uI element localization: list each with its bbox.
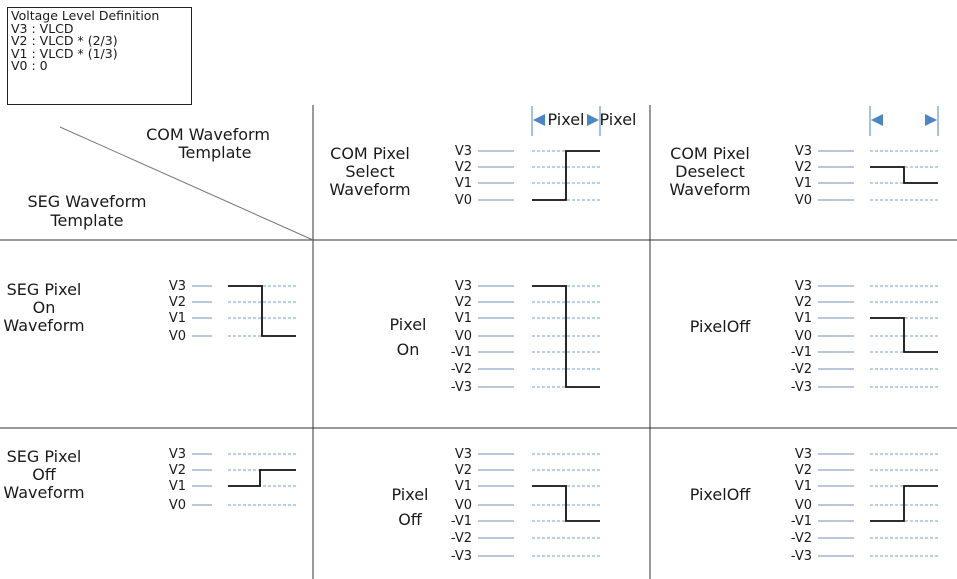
- level-label-off-select-V1: V1: [455, 479, 472, 494]
- voltage-legend: Voltage Level Definition V3 : VLCD V2 : …: [7, 7, 192, 105]
- level-label-seg-off-V0: V0: [169, 498, 186, 513]
- level-label-on-select--V1: -V1: [451, 345, 472, 360]
- level-label-off-select-V2: V2: [455, 463, 472, 478]
- panel-label-on-select-0: Pixel: [389, 315, 426, 334]
- level-label-on-deselect-V2: V2: [795, 295, 812, 310]
- level-label-off-deselect-V2: V2: [795, 463, 812, 478]
- panel-label-seg-off-0: SEG Pixel: [7, 447, 82, 466]
- panel-label-off-select-1: Off: [398, 510, 423, 529]
- waveform-off-deselect: [870, 485, 938, 522]
- seg-template-line-1: SEG Waveform: [28, 192, 147, 211]
- level-label-on-deselect--V3: -V3: [791, 380, 812, 395]
- level-label-on-deselect-V3: V3: [795, 279, 812, 294]
- panel-label-com-deselect-2: Waveform: [669, 180, 750, 199]
- level-label-on-select--V3: -V3: [451, 380, 472, 395]
- level-label-on-deselect-V0: V0: [795, 329, 812, 344]
- waveform-seg-off: [228, 469, 296, 487]
- level-label-com-deselect-V1: V1: [795, 176, 812, 191]
- panel-label-seg-on-1: On: [33, 298, 56, 317]
- panel-label-on-deselect-0: PixelOff: [690, 317, 752, 336]
- level-label-on-select-V0: V0: [455, 329, 472, 344]
- level-label-on-select-V1: V1: [455, 311, 472, 326]
- pixel-label-1: Pixel: [547, 110, 584, 129]
- level-label-seg-on-V1: V1: [169, 311, 186, 326]
- legend-line-v3: V3 : VLCD: [11, 20, 74, 36]
- waveform-on-select: [532, 285, 600, 388]
- panel-label-off-select-0: Pixel: [391, 485, 428, 504]
- panel-label-seg-off-2: Waveform: [3, 483, 84, 502]
- level-label-com-deselect-V2: V2: [795, 160, 812, 175]
- panel-label-com-deselect-0: COM Pixel: [670, 144, 750, 163]
- waveform-off-select: [532, 485, 600, 522]
- level-label-off-deselect-V1: V1: [795, 479, 812, 494]
- panel-label-com-select-1: Select: [345, 162, 394, 181]
- waveform-com-select: [532, 150, 600, 201]
- level-label-seg-on-V2: V2: [169, 295, 186, 310]
- pixel-label-2: Pixel: [599, 110, 636, 129]
- level-label-off-select-V3: V3: [455, 447, 472, 462]
- level-label-off-select--V2: -V2: [451, 531, 472, 546]
- level-label-on-select-V3: V3: [455, 279, 472, 294]
- arrow-right-head-2: [925, 114, 937, 126]
- level-label-on-select--V2: -V2: [451, 362, 472, 377]
- panel-label-off-deselect-0: PixelOff: [690, 485, 752, 504]
- level-label-seg-off-V2: V2: [169, 463, 186, 478]
- legend-line-v2: V2 : VLCD * (2/3): [11, 33, 118, 48]
- arrow-left-head-2: [871, 114, 883, 126]
- panel-label-com-deselect-1: Deselect: [675, 162, 745, 181]
- level-label-off-deselect-V3: V3: [795, 447, 812, 462]
- panel-label-on-select-1: On: [397, 340, 420, 359]
- level-label-seg-off-V1: V1: [169, 479, 186, 494]
- arrow-left-head-1: [533, 114, 545, 126]
- waveform-seg-on: [228, 285, 296, 337]
- level-label-off-deselect-V0: V0: [795, 498, 812, 513]
- panel-label-seg-on-2: Waveform: [3, 316, 84, 335]
- table-grid: [0, 105, 957, 579]
- waveform-on-deselect: [870, 317, 938, 353]
- com-template-line-1: COM Waveform: [146, 125, 270, 144]
- level-label-off-deselect--V2: -V2: [791, 531, 812, 546]
- legend-line-v1: V1 : VLCD * (1/3): [11, 45, 118, 61]
- level-label-on-deselect--V1: -V1: [791, 345, 812, 360]
- level-label-off-deselect--V3: -V3: [791, 549, 812, 564]
- seg-template-line-2: Template: [49, 211, 123, 230]
- level-label-on-deselect-V1: V1: [795, 311, 812, 326]
- com-template-line-2: Template: [177, 143, 251, 162]
- level-label-com-deselect-V3: V3: [795, 144, 812, 159]
- pixel-period-arrows: Pixel Pixel: [531, 106, 939, 136]
- legend-title: Voltage Level Definition: [11, 8, 160, 23]
- level-label-off-select-V0: V0: [455, 498, 472, 513]
- level-label-on-select-V2: V2: [455, 295, 472, 310]
- panel-label-com-select-2: Waveform: [329, 180, 410, 199]
- level-label-off-select--V3: -V3: [451, 549, 472, 564]
- level-label-seg-off-V3: V3: [169, 447, 186, 462]
- level-label-on-deselect--V2: -V2: [791, 362, 812, 377]
- waveform-com-deselect: [870, 166, 938, 184]
- level-label-com-select-V2: V2: [455, 160, 472, 175]
- arrow-right-head-1: [587, 114, 599, 126]
- panel-label-seg-on-0: SEG Pixel: [7, 280, 82, 299]
- corner-diagonal: [59, 126, 314, 241]
- level-label-off-select--V1: -V1: [451, 514, 472, 529]
- level-label-com-select-V3: V3: [455, 144, 472, 159]
- level-label-off-deselect--V1: -V1: [791, 514, 812, 529]
- legend-line-v0: V0 : 0: [11, 58, 48, 73]
- level-label-com-select-V0: V0: [455, 193, 472, 208]
- level-label-com-select-V1: V1: [455, 176, 472, 191]
- level-label-seg-on-V3: V3: [169, 279, 186, 294]
- level-label-com-deselect-V0: V0: [795, 193, 812, 208]
- panel-label-com-select-0: COM Pixel: [330, 144, 410, 163]
- level-label-seg-on-V0: V0: [169, 329, 186, 344]
- panel-label-seg-off-1: Off: [32, 465, 57, 484]
